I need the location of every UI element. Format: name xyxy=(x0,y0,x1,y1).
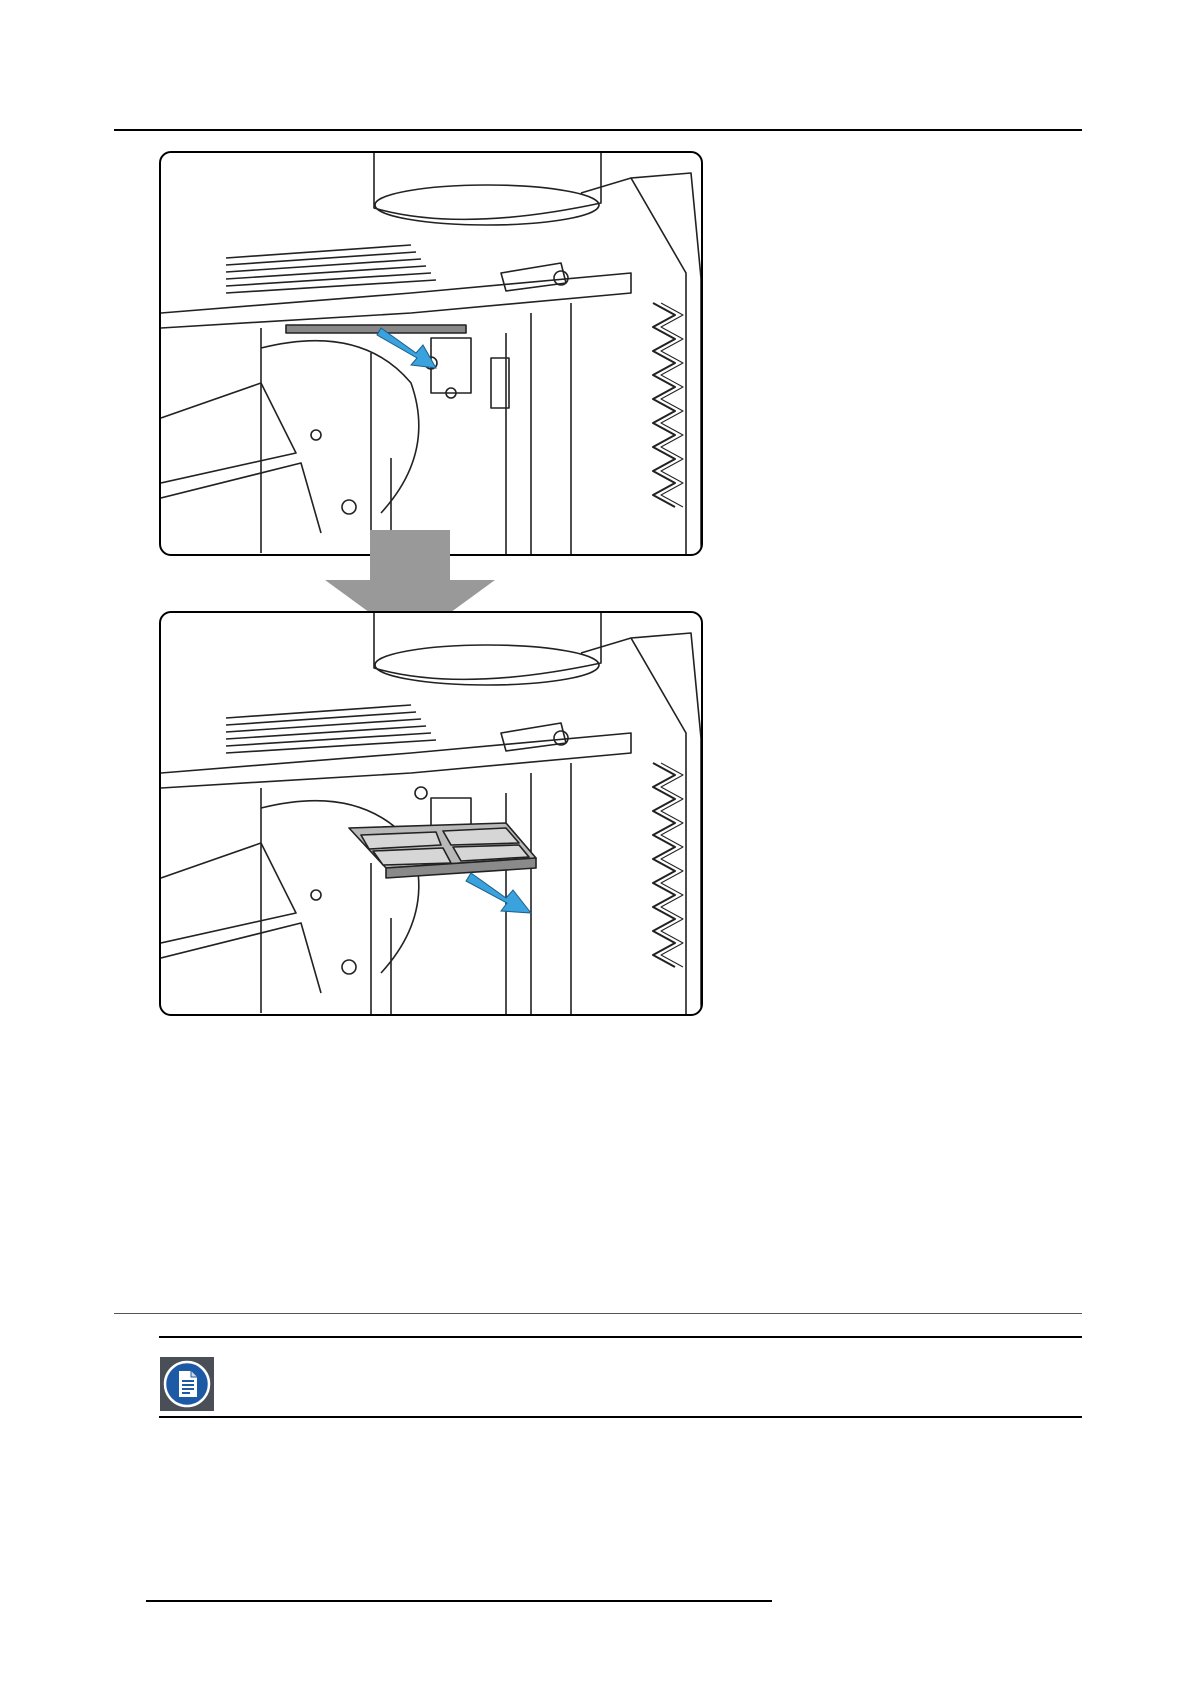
footer-rule xyxy=(146,1600,772,1602)
section-rule xyxy=(114,1313,1082,1314)
projector-illustration-1 xyxy=(161,153,703,556)
note-icon xyxy=(160,1357,214,1411)
note-top-rule xyxy=(159,1336,1082,1338)
projector-illustration-2 xyxy=(161,613,703,1016)
pull-arrow xyxy=(466,873,531,913)
dust-filter xyxy=(349,823,536,878)
illustration-panel-step-2 xyxy=(159,611,703,1016)
header-rule xyxy=(114,129,1082,131)
illustration-panel-step-1 xyxy=(159,151,703,556)
note-bottom-rule xyxy=(159,1416,1082,1418)
pull-arrow xyxy=(377,328,436,368)
